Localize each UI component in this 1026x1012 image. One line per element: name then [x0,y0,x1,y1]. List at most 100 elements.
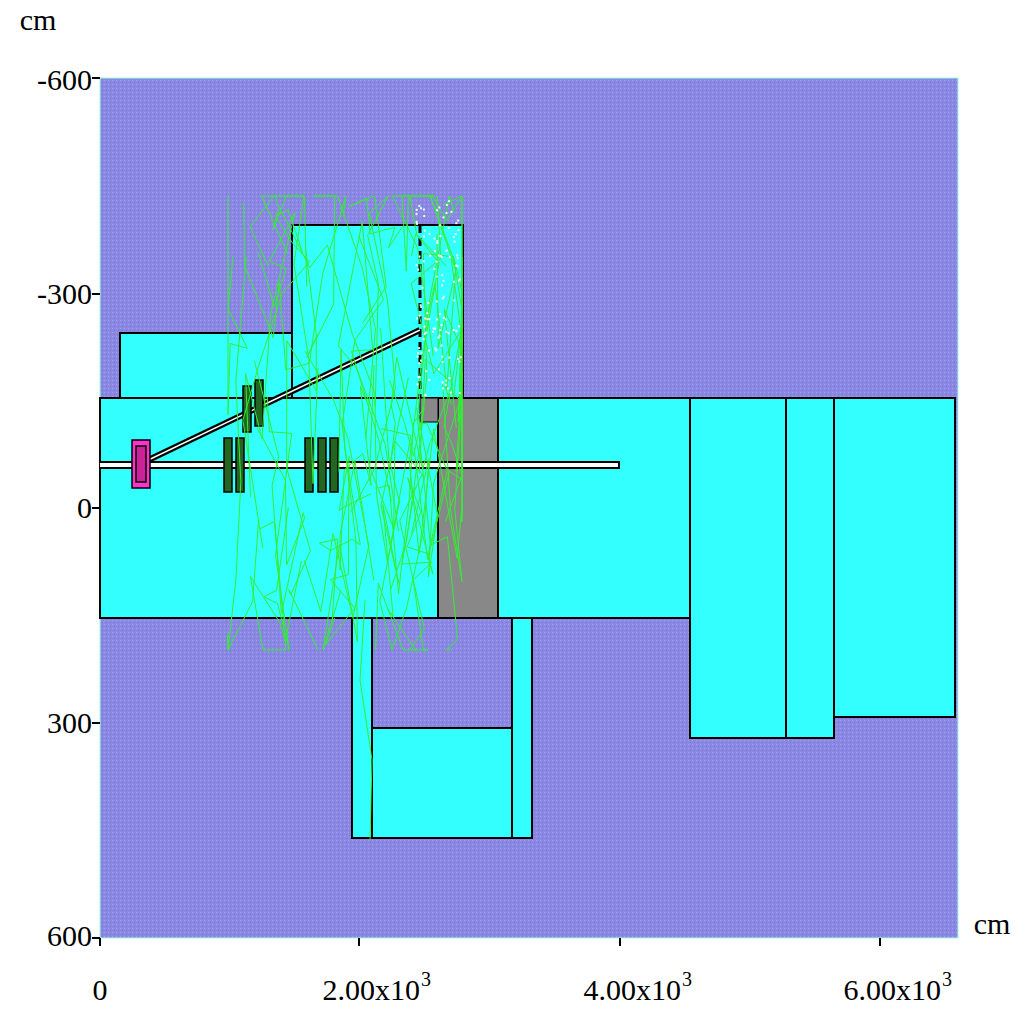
hit-dot [435,349,437,351]
track [392,196,462,356]
track [349,196,402,323]
hit-dot [455,222,457,224]
hit-dot [424,326,426,328]
hit-dot [443,280,445,282]
hit-dot [448,200,450,202]
axis-label: 0 [77,493,92,523]
hit-dot [446,250,448,252]
hit-dot [436,318,438,320]
hit-dot [416,317,418,319]
axis-label: -300 [37,279,92,309]
hit-dot [433,238,435,240]
hit-dot [439,235,441,237]
hit-dot [441,284,443,286]
hit-dot [443,317,445,319]
hit-dot [436,261,438,263]
hit-dot [436,209,438,211]
hit-dot [438,337,440,339]
hit-dot [458,325,460,327]
hit-dot [423,235,425,237]
hit-dot [420,360,422,362]
hit-dot [424,230,426,232]
hit-dot [441,324,443,326]
hit-dot [439,329,441,331]
particle-tracks [228,196,462,840]
hit-dot [438,206,440,208]
hit-dot [424,317,426,319]
hit-dot [453,329,455,331]
axis-label: 4.00x10 [584,975,682,1005]
hit-dot [455,233,457,235]
exponent: 3 [942,969,952,989]
axis-ticks [92,78,880,946]
hit-dot [416,264,418,266]
exponent: 3 [682,969,692,989]
hit-dot [453,236,455,238]
hit-dot [453,299,455,301]
hit-dot [418,256,420,258]
beam-line [140,330,420,464]
track [246,213,295,497]
axis-label: 0 [93,975,108,1005]
track [381,378,416,650]
track [243,210,310,548]
track [244,196,346,370]
hit-dot [416,223,418,225]
axis-label: 600 [47,921,92,951]
hit-dot [439,224,441,226]
hit-dot [455,330,457,332]
track [254,361,304,613]
hit-dot [418,376,420,378]
hit-dot [424,395,426,397]
hit-dot [457,257,459,259]
axis-label: cm [20,5,57,35]
axis-label: 2.00x10 [323,975,421,1005]
hit-dot [446,204,448,206]
hit-dot [449,256,451,258]
hit-dot [432,331,434,333]
hit-dot [416,213,418,215]
beam-line [140,330,420,464]
exponent: 3 [421,969,431,989]
hit-dot [442,361,444,363]
hit-dot [459,392,461,394]
hit-dot [457,358,459,360]
hit-dot [417,383,419,385]
hit-dot [420,306,422,308]
track [391,254,462,590]
shield-block [438,398,498,618]
hit-dot [460,356,462,358]
hit-dot [416,209,418,211]
hit-dot [418,362,420,364]
hit-dot [425,370,427,372]
hit-dot [448,332,450,334]
hit-dot [441,356,443,358]
hit-dot [433,328,435,330]
hit-dot [458,361,460,363]
axis-label: -600 [37,65,92,95]
hit-dot [457,229,459,231]
hit-dot [420,207,422,209]
track [264,397,292,650]
hit-dot [449,377,451,379]
track [360,600,372,840]
hit-dot [429,233,431,235]
track [323,236,383,650]
hit-dot [418,205,420,207]
hit-dot [445,380,447,382]
hit-dot [445,384,447,386]
hit-dot [424,394,426,396]
track [287,250,318,650]
hit-dot [442,387,444,389]
hit-dot [425,332,427,334]
hit-dot [422,287,424,289]
axis-label: cm [974,909,1011,939]
vacuum-region [100,78,958,938]
hit-dot [423,260,425,262]
hit-dot [428,379,430,381]
hit-dot [457,220,459,222]
magnets [132,380,338,492]
hit-dot [420,304,422,306]
track [351,196,396,512]
hit-dot [455,265,457,267]
